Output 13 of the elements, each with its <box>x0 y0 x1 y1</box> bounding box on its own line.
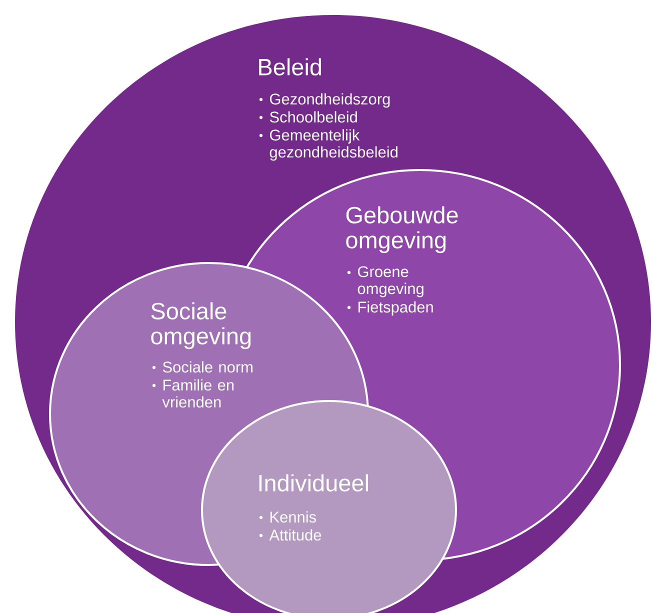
bullet-item: Gezondheidszorg <box>259 93 390 108</box>
bullet-item: Sociale norm <box>152 361 252 373</box>
heading: Gebouwde omgeving <box>346 206 458 254</box>
heading: Individueel <box>259 474 368 492</box>
bullet-item: Familie en vrienden <box>152 379 234 408</box>
bullet-item: Schoolbeleid <box>259 111 357 123</box>
heading: Sociale omgeving <box>151 302 251 350</box>
bullet-item: Fietspaden <box>347 301 433 316</box>
heading: Beleid <box>259 58 321 76</box>
bullet-item: Gemeentelijk gezondheidsbeleid <box>259 129 398 161</box>
bullet-item: Kennis <box>259 511 316 523</box>
bullet-item: Attitude <box>259 529 322 541</box>
bullet-item: Groene omgeving <box>347 266 424 298</box>
